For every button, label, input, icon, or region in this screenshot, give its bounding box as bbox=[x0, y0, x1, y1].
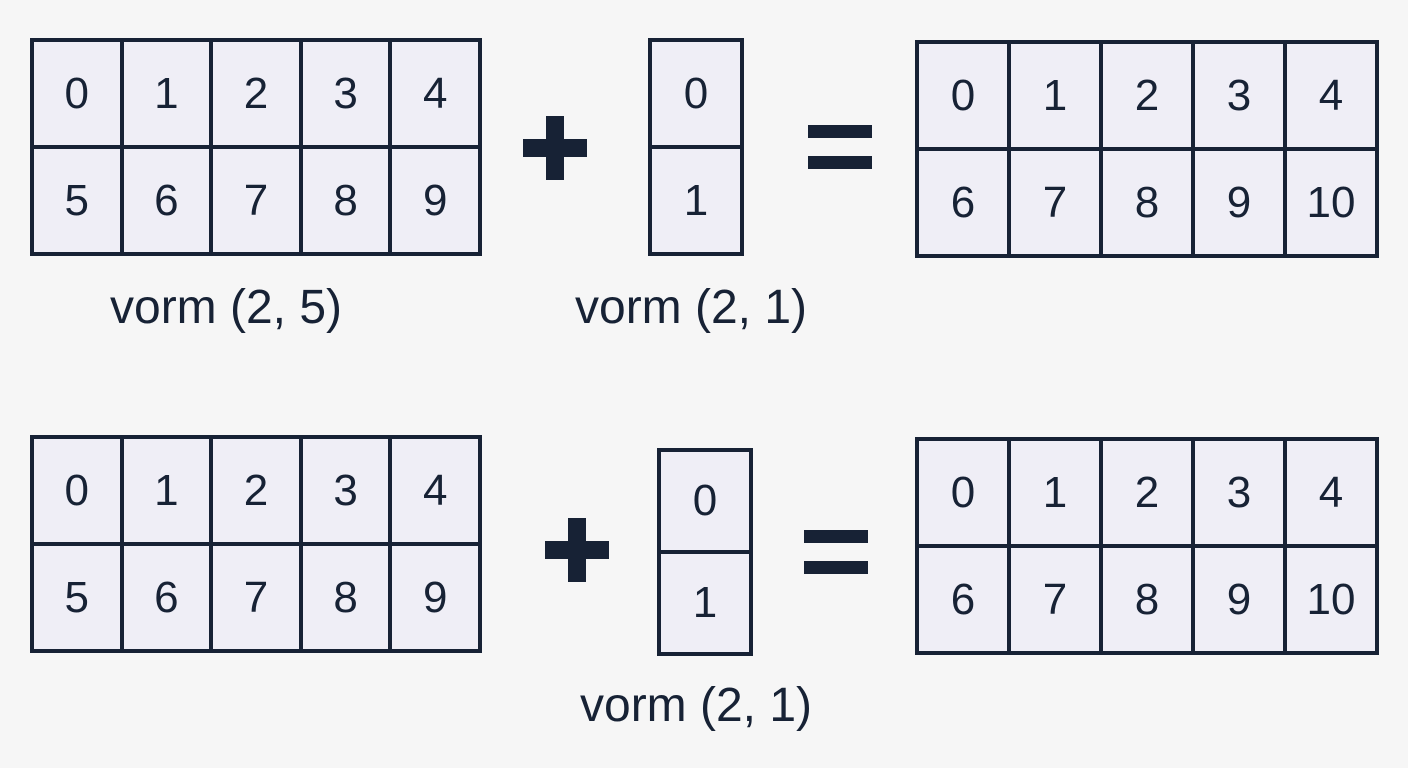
matrix-cell: 8 bbox=[1103, 548, 1191, 651]
matrix-cell: 2 bbox=[1103, 441, 1191, 544]
matrix-cell: 7 bbox=[213, 149, 299, 252]
matrix-cell: 8 bbox=[302, 546, 389, 649]
matrix-cell: 4 bbox=[392, 42, 478, 145]
matrix-cell: 2 bbox=[213, 42, 299, 145]
matrix-cell: 6 bbox=[123, 546, 210, 649]
matrix-cell: 1 bbox=[123, 439, 210, 542]
matrix-cell: 5 bbox=[34, 149, 120, 252]
matrix-cell: 9 bbox=[392, 546, 478, 649]
matrix-cell: 2 bbox=[213, 439, 299, 542]
matrix-cell: 3 bbox=[302, 42, 389, 145]
matrix-cell: 0 bbox=[34, 439, 120, 542]
matrix-cell: 9 bbox=[392, 149, 478, 252]
matrix-cell: 7 bbox=[1011, 151, 1099, 254]
matrix-cell: 1 bbox=[661, 554, 749, 652]
matrix-cell: 0 bbox=[919, 44, 1007, 147]
matrix-cell: 3 bbox=[1195, 441, 1283, 544]
matrix-cell: 8 bbox=[1103, 151, 1191, 254]
matrix-cell: 5 bbox=[34, 546, 120, 649]
ex1-result-matrix: 0 1 2 3 4 6 7 8 9 10 bbox=[915, 40, 1379, 258]
matrix-cell: 7 bbox=[1011, 548, 1099, 651]
matrix-cell: 3 bbox=[1195, 44, 1283, 147]
matrix-cell: 1 bbox=[123, 42, 210, 145]
ex2-plus-icon bbox=[545, 518, 609, 582]
matrix-cell: 1 bbox=[652, 149, 740, 252]
ex2-result-matrix: 0 1 2 3 4 6 7 8 9 10 bbox=[915, 437, 1379, 655]
matrix-cell: 7 bbox=[213, 546, 299, 649]
matrix-cell: 0 bbox=[652, 42, 740, 145]
matrix-cell: 6 bbox=[919, 151, 1007, 254]
matrix-cell: 6 bbox=[123, 149, 210, 252]
matrix-cell: 6 bbox=[919, 548, 1007, 651]
ex2-right-matrix: 0 1 bbox=[657, 448, 753, 656]
ex2-left-matrix: 0 1 2 3 4 5 6 7 8 9 bbox=[30, 435, 482, 653]
matrix-cell: 0 bbox=[919, 441, 1007, 544]
matrix-cell: 4 bbox=[1287, 441, 1375, 544]
ex2-right-shape-label: vorm (2, 1) bbox=[580, 679, 813, 732]
ex1-plus-icon bbox=[523, 116, 587, 180]
matrix-cell: 9 bbox=[1195, 548, 1283, 651]
matrix-cell: 4 bbox=[392, 439, 478, 542]
matrix-cell: 0 bbox=[34, 42, 120, 145]
matrix-cell: 1 bbox=[1011, 441, 1099, 544]
ex1-equals-icon bbox=[808, 125, 872, 171]
matrix-cell: 1 bbox=[1011, 44, 1099, 147]
ex2-equals-icon bbox=[804, 530, 868, 576]
ex1-left-shape-label: vorm (2, 5) bbox=[110, 281, 343, 334]
ex1-right-shape-label: vorm (2, 1) bbox=[575, 281, 808, 334]
matrix-cell: 8 bbox=[302, 149, 389, 252]
matrix-cell: 9 bbox=[1195, 151, 1283, 254]
matrix-cell: 10 bbox=[1287, 548, 1375, 651]
matrix-cell: 2 bbox=[1103, 44, 1191, 147]
matrix-cell: 10 bbox=[1287, 151, 1375, 254]
matrix-cell: 4 bbox=[1287, 44, 1375, 147]
matrix-cell: 3 bbox=[302, 439, 389, 542]
ex1-right-matrix: 0 1 bbox=[648, 38, 744, 256]
ex1-left-matrix: 0 1 2 3 4 5 6 7 8 9 bbox=[30, 38, 482, 256]
matrix-cell: 0 bbox=[661, 452, 749, 550]
